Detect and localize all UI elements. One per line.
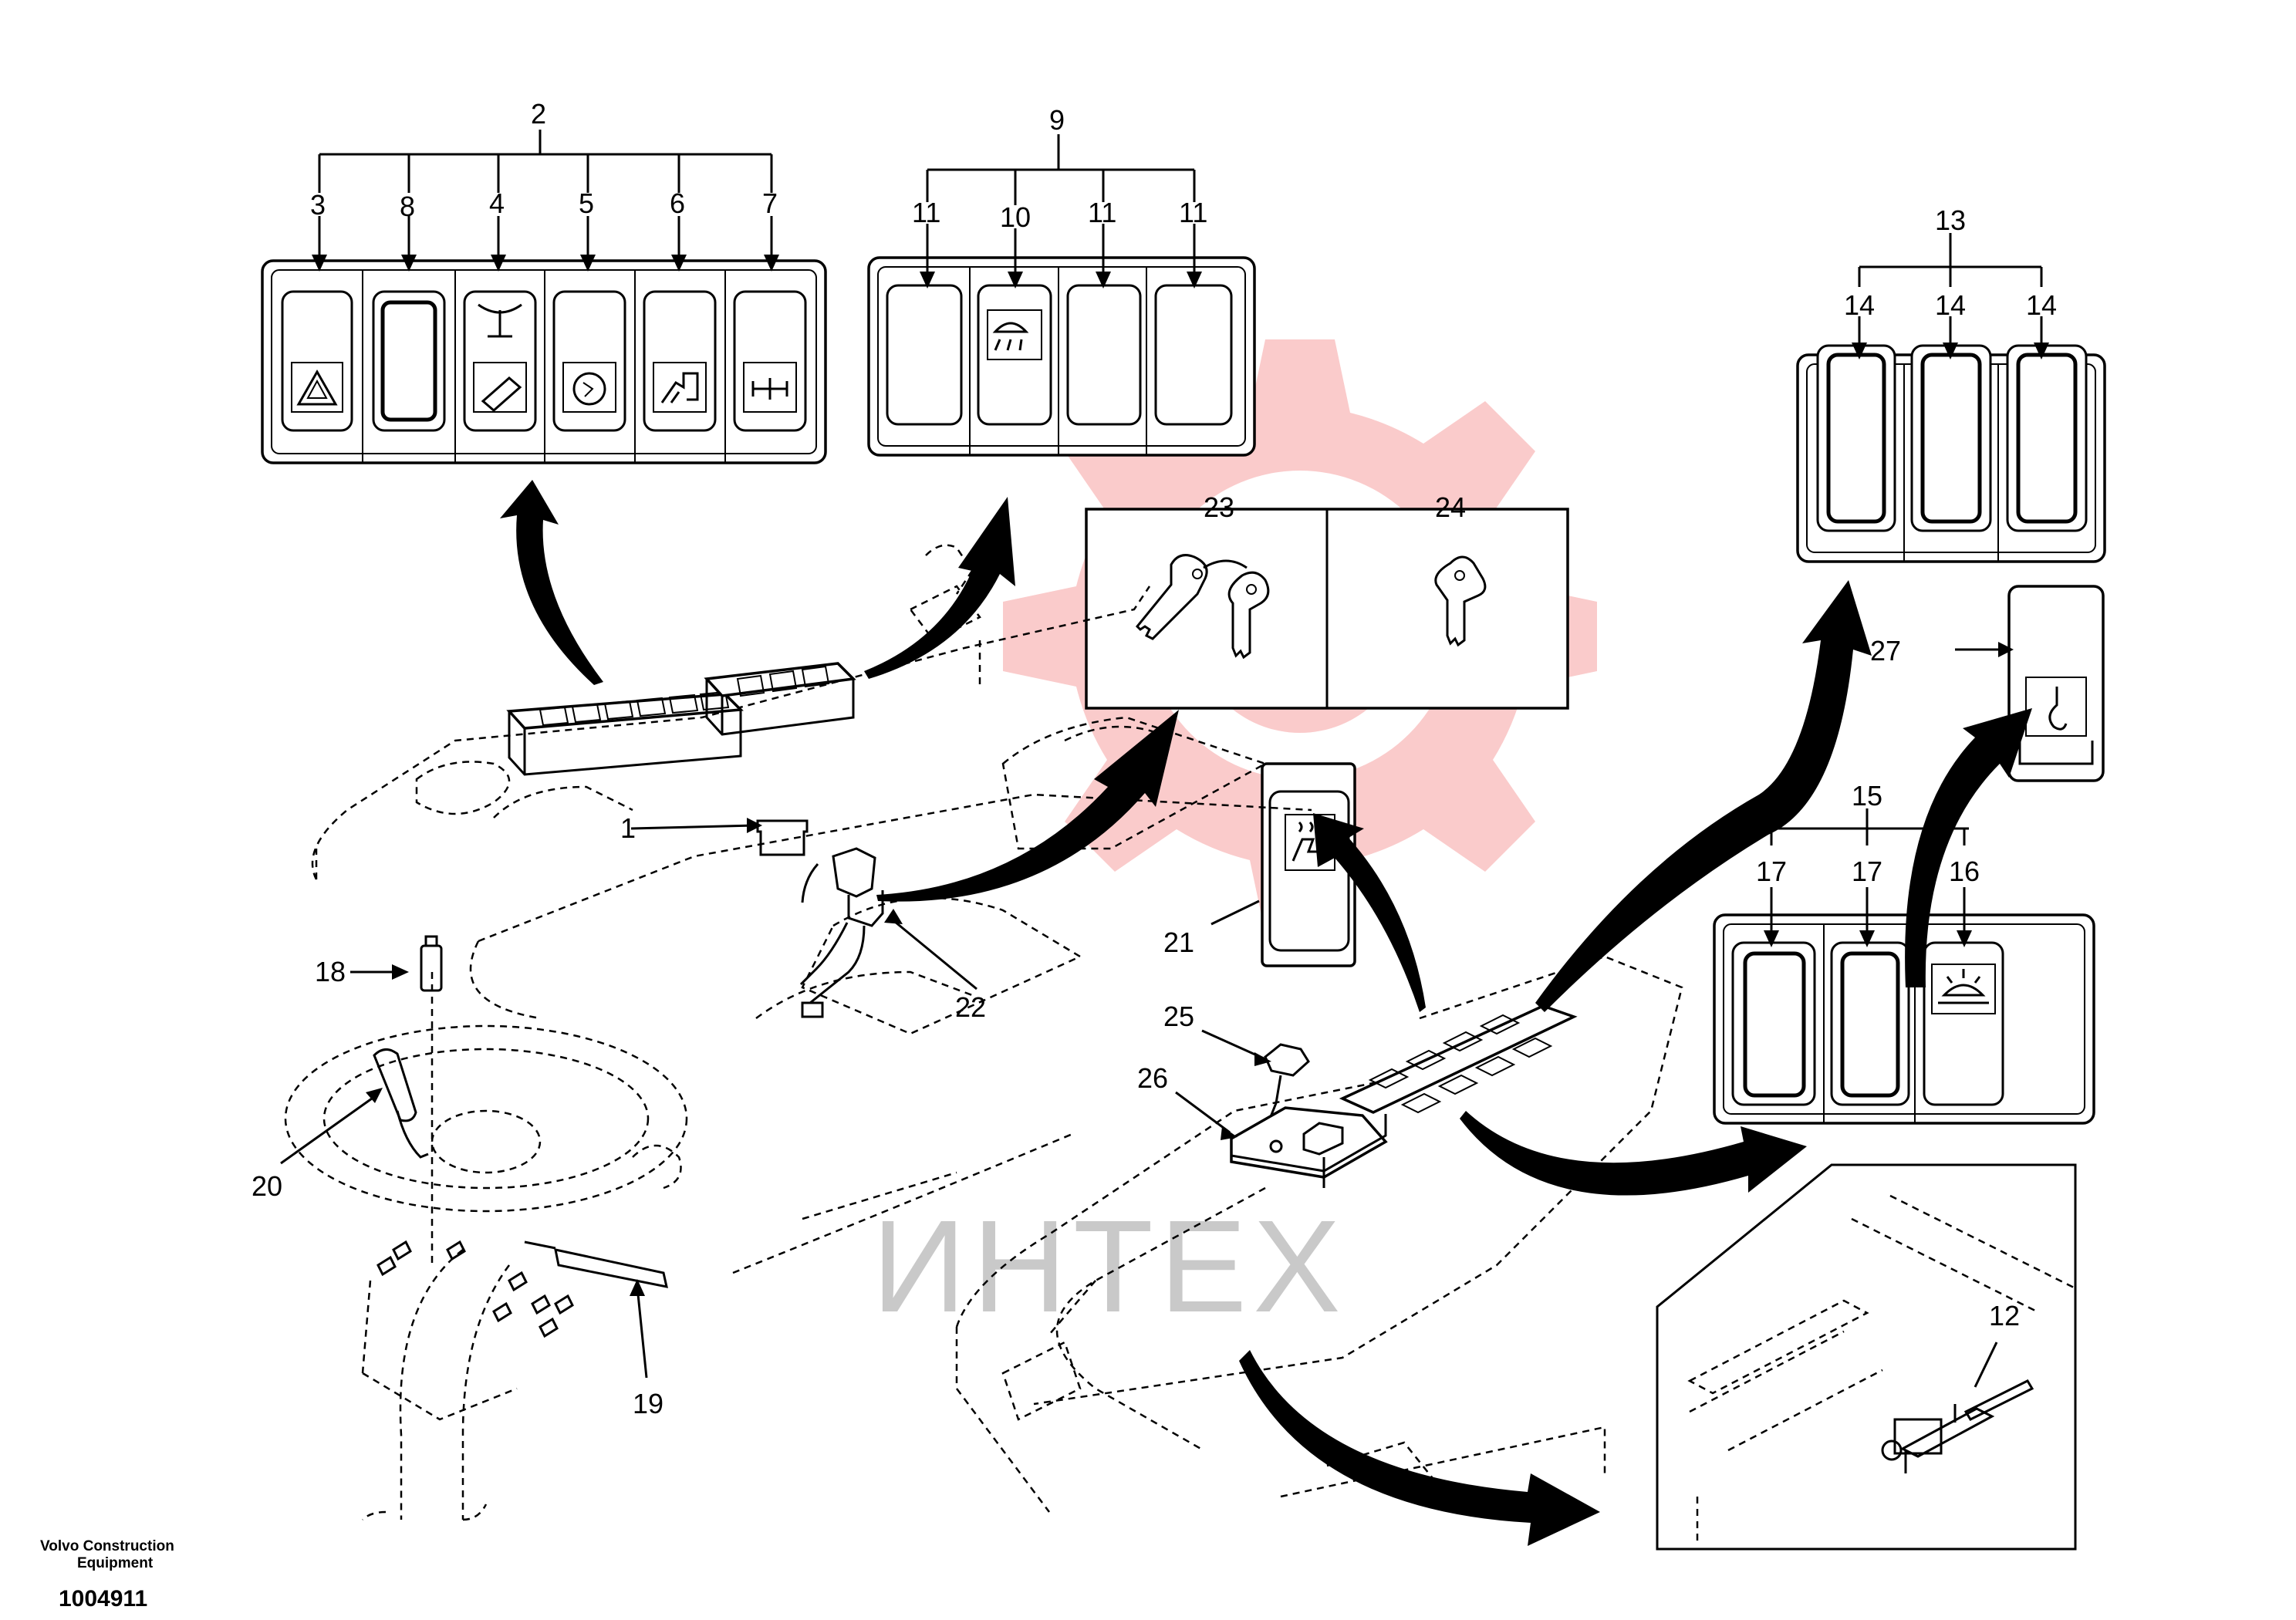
leader-21	[1210, 899, 1260, 926]
callout-11: 11	[1088, 197, 1116, 228]
callout-14: 14	[1935, 289, 1966, 321]
callout-27: 27	[1870, 635, 1901, 667]
seat-heater-icon	[743, 362, 797, 413]
seat-heater-icon	[1292, 821, 1325, 862]
ignition-switch-22	[799, 847, 884, 1018]
footer-doc-number: 1004911	[59, 1586, 147, 1612]
connector-cluster	[376, 1240, 574, 1338]
keys-box	[1085, 508, 1569, 710]
pointer-arrows	[500, 480, 2032, 1546]
leader-25	[1201, 1029, 1264, 1060]
callout-21: 21	[1163, 926, 1194, 958]
leader-1	[630, 824, 755, 830]
part-26	[1230, 1106, 1388, 1188]
callout-25: 25	[1163, 1001, 1194, 1032]
callout-23: 23	[1204, 491, 1234, 523]
callout-1: 1	[620, 812, 636, 844]
part-1	[756, 819, 809, 856]
footer-company-line2: Equipment	[77, 1555, 154, 1571]
left-console	[506, 662, 856, 776]
work-light-icon	[653, 362, 707, 413]
watermark-text: ИНТЕХ	[872, 1193, 1347, 1340]
callout-5: 5	[579, 187, 594, 219]
callout-3: 3	[310, 189, 326, 221]
callout-24: 24	[1435, 491, 1466, 523]
leader-22	[890, 916, 977, 991]
beacon-icon	[1931, 964, 1996, 1014]
callout-7: 7	[762, 187, 778, 219]
cab-structure	[311, 544, 1683, 1513]
washer-icon	[473, 362, 527, 413]
callout-tree-13	[1852, 233, 2049, 359]
key-icon	[1434, 555, 1487, 647]
hazard-triangle-icon	[291, 362, 343, 413]
switch-panel-15	[1713, 913, 2095, 1125]
callout-2: 2	[531, 98, 546, 130]
callout-11: 11	[912, 197, 940, 228]
callout-16: 16	[1949, 856, 1980, 887]
callout-13: 13	[1935, 204, 1966, 236]
leader-26	[1175, 1091, 1231, 1134]
callout-tree-9	[920, 134, 1202, 289]
callout-18: 18	[315, 956, 346, 987]
right-console	[1339, 1004, 1578, 1114]
callout-9: 9	[1049, 104, 1065, 136]
callout-19: 19	[633, 1388, 663, 1419]
switch-panel-9	[867, 256, 1256, 457]
steering-assembly	[284, 935, 688, 1521]
callout-22: 22	[955, 991, 986, 1023]
callout-14: 14	[2026, 289, 2057, 321]
callout-11: 11	[1179, 197, 1207, 228]
switch-panel-2	[261, 259, 827, 464]
key-icon	[1135, 554, 1270, 660]
leader-19	[636, 1286, 648, 1379]
callout-10: 10	[1000, 201, 1031, 233]
work-light-icon	[987, 309, 1042, 360]
callout-15: 15	[1852, 780, 1882, 812]
leader-12	[1974, 1342, 1998, 1388]
callout-tree-15	[1764, 808, 1972, 947]
callout-12: 12	[1989, 1300, 2020, 1331]
callout-17: 17	[1756, 856, 1787, 887]
wiper-icon	[478, 303, 522, 338]
callout-26: 26	[1137, 1062, 1168, 1094]
callout-17: 17	[1852, 856, 1882, 887]
callout-6: 6	[670, 187, 685, 219]
callout-14: 14	[1844, 289, 1875, 321]
callout-tree-2	[312, 130, 779, 272]
switch-panel-13	[1796, 344, 2106, 563]
switch-27	[2007, 585, 2105, 782]
callout-4: 4	[489, 187, 505, 219]
leader-20	[280, 1097, 373, 1165]
hook-icon	[2048, 687, 2068, 731]
inset-box-12	[1656, 1163, 2077, 1551]
callout-20: 20	[252, 1170, 282, 1202]
footer-company-line1: Volvo Construction	[40, 1538, 174, 1554]
engine-icon	[562, 362, 616, 413]
callout-8: 8	[400, 191, 415, 222]
